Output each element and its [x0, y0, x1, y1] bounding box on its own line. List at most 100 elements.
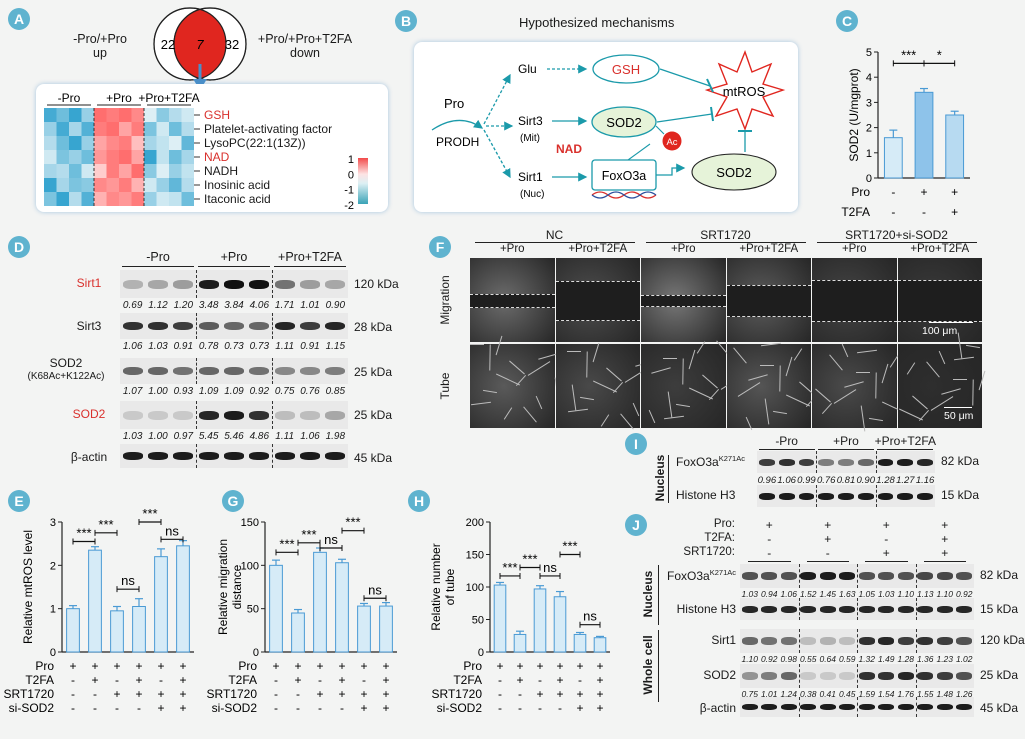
blot-band	[778, 458, 795, 466]
tube-segment	[841, 343, 849, 358]
blot-band	[877, 492, 894, 500]
blot-band	[956, 637, 973, 646]
tube-segment	[833, 389, 857, 404]
blot-band	[173, 322, 194, 331]
tube-segment	[869, 417, 883, 422]
tube-segment	[760, 342, 781, 347]
heatmap-cell	[144, 136, 157, 150]
micro-sub-label: +Pro+T2FA	[910, 243, 970, 255]
blot-divider	[272, 401, 273, 429]
condition-sign: -	[922, 205, 926, 219]
blot-0	[120, 270, 348, 298]
heatmap-group-label: -Pro	[58, 91, 81, 105]
venn-mid-count: 7	[196, 37, 204, 52]
panel-label-a: A	[8, 8, 30, 30]
tube-segment	[567, 408, 588, 413]
condition-sign: +	[179, 687, 186, 701]
heatmap-cell	[156, 122, 169, 136]
blot-1	[120, 313, 348, 339]
metabolite-label: Inosinic acid	[204, 178, 270, 192]
condition-sign: +	[556, 687, 563, 701]
metabolite-label: Itaconic acid	[204, 192, 271, 206]
tube-segment	[971, 379, 974, 406]
tube-segment	[503, 407, 513, 420]
protein-mod: K271Ac	[718, 454, 745, 463]
condition-row-label: Pro	[851, 185, 870, 199]
condition-sign: +	[556, 659, 563, 673]
micro-sub-label: +Pro	[499, 243, 525, 255]
blot-divider	[857, 664, 858, 688]
quant-value: 0.38	[799, 689, 817, 699]
quant-value: 1.06	[300, 431, 320, 442]
blot-band	[325, 322, 346, 331]
quant-value: 0.96	[757, 475, 777, 486]
blot-band	[780, 704, 797, 711]
y-tick-label: 4	[866, 72, 872, 84]
blot-band	[223, 410, 245, 420]
condition-sign: +	[920, 185, 927, 199]
condition-sign: -	[93, 687, 97, 701]
blot-group-label: +Pro+T2FA	[278, 250, 342, 264]
blot-band	[878, 672, 895, 681]
blot-group-bar	[758, 449, 815, 450]
condition-sign: -	[498, 673, 502, 687]
heatmap-cell	[169, 136, 182, 150]
protein-name: Histone H3	[676, 488, 736, 502]
blot-band	[274, 279, 295, 289]
quant-value: 0.93	[173, 386, 194, 397]
blot-band	[274, 322, 295, 331]
condition-sign: +	[824, 532, 832, 546]
tube-segment	[579, 396, 594, 401]
side-label-whole-cell: Whole cell	[641, 635, 655, 695]
blot-divider	[875, 451, 877, 473]
sig-label: ***	[522, 552, 537, 567]
sig-label: ns	[368, 582, 382, 597]
heatmap-cell	[131, 178, 144, 192]
tube-segment	[483, 389, 497, 394]
heatmap-cell	[94, 122, 107, 136]
blot-band	[325, 410, 346, 420]
micro-group-label: SRT1720	[700, 228, 751, 242]
blot-band	[897, 704, 914, 711]
tube-segment	[911, 395, 928, 410]
condition-sign: -	[71, 673, 75, 687]
blot-band	[325, 279, 346, 289]
heatmap-cell	[44, 178, 57, 192]
quant-value: 0.45	[838, 689, 856, 699]
panel-label-f: F	[429, 236, 451, 258]
metabolite-label: Platelet-activating factor	[204, 122, 332, 136]
blot-band	[897, 492, 914, 500]
heatmap-cell	[169, 150, 182, 164]
quant-value: 1.63	[838, 589, 856, 599]
tube-segment	[759, 365, 774, 366]
condition-sign: +	[360, 687, 367, 701]
sig-label: ns	[165, 523, 179, 538]
blot-band	[299, 367, 321, 376]
tube-segment	[688, 349, 696, 370]
heatmap-cell	[94, 178, 107, 192]
heatmap-cell	[131, 192, 144, 206]
tube-segment	[535, 395, 543, 410]
protein-name: SOD2	[49, 356, 83, 370]
quant-value: 1.00	[148, 386, 168, 397]
heatmap-cell	[181, 150, 194, 164]
quant-value: 0.99	[797, 475, 816, 486]
condition-sign: +	[135, 659, 142, 673]
blot-band	[800, 672, 817, 681]
micrograph	[726, 342, 816, 431]
heatmap-cell	[81, 122, 94, 136]
blot-band	[798, 492, 815, 500]
condition-sign: +	[382, 673, 389, 687]
blot-band	[897, 458, 914, 466]
blot-divider	[816, 485, 818, 507]
blot-band	[858, 704, 875, 711]
blot-divider	[798, 664, 800, 688]
panel-label-j: J	[625, 514, 647, 536]
condition-sign: -	[518, 701, 522, 715]
sig-label: ***	[142, 506, 157, 521]
blot-band	[956, 672, 973, 681]
quant-value: 1.01	[300, 300, 320, 311]
tube-segment	[732, 347, 747, 364]
blot-group-label: +Pro+T2FA	[874, 434, 937, 448]
